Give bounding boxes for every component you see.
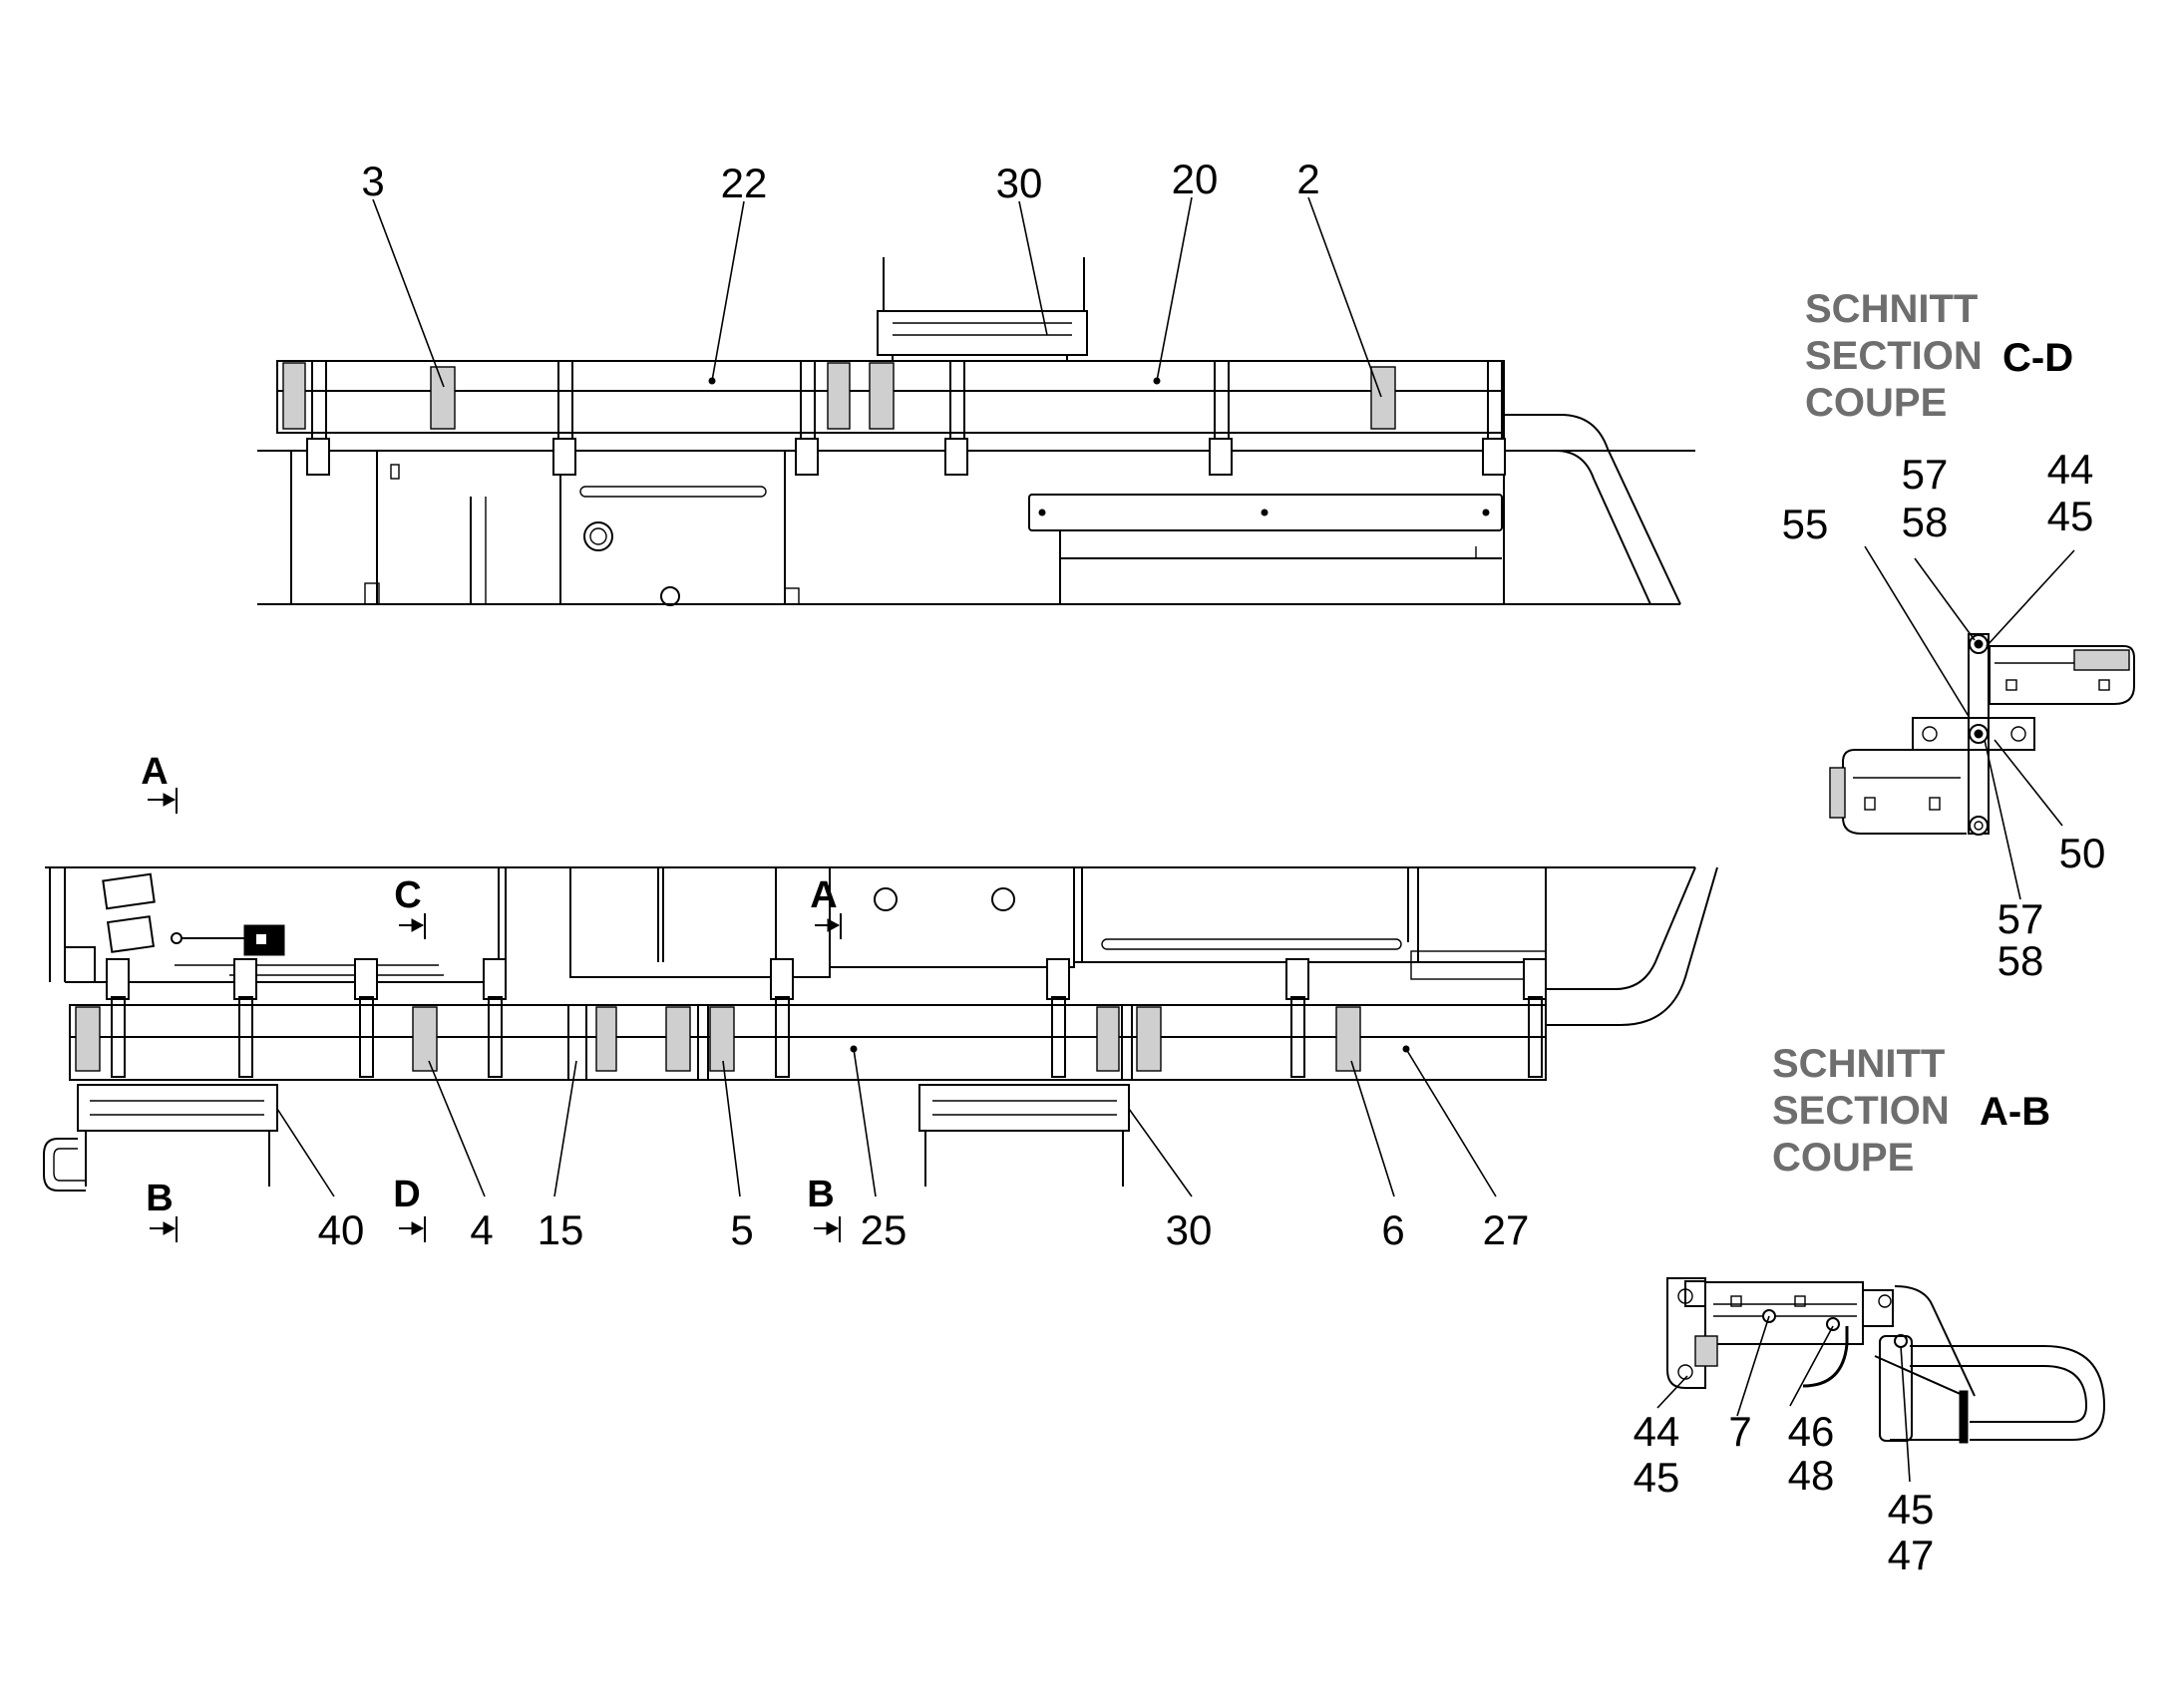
callout-30-bottom: 30 (1166, 1206, 1213, 1253)
section-ab-heading-3: COUPE (1772, 1136, 1914, 1180)
callout-22: 22 (721, 160, 768, 206)
section-cd-heading-1: SCHNITT (1805, 287, 1978, 331)
callout-3: 3 (361, 158, 384, 204)
callout-20: 20 (1172, 156, 1219, 202)
callout-48: 48 (1788, 1452, 1835, 1499)
callout-45-ab-right: 45 (1888, 1486, 1935, 1533)
cut-mark-c: C (394, 874, 421, 916)
section-ab-id: A-B (1980, 1090, 2050, 1134)
callout-2: 2 (1296, 156, 1319, 202)
callout-40: 40 (318, 1206, 365, 1253)
callout-30-top: 30 (996, 160, 1043, 206)
section-ab-heading-2: SECTION (1772, 1089, 1950, 1133)
bottom-rail-brackets (106, 958, 1547, 1081)
callout-58-upper: 58 (1902, 499, 1949, 545)
section-cd-heading-3: COUPE (1805, 381, 1947, 425)
callout-25: 25 (861, 1206, 908, 1253)
callout-7: 7 (1728, 1408, 1751, 1455)
bottom-bolt-clusters (75, 1006, 1361, 1072)
cut-mark-a-right: A (810, 874, 837, 916)
section-cd-id: C-D (2002, 336, 2073, 380)
cut-mark-a-left: A (141, 751, 168, 793)
bottom-step-left (43, 1084, 278, 1192)
cut-marks: A C A B D B (141, 751, 842, 1242)
callout-5: 5 (730, 1206, 753, 1253)
section-ab-drawing (1666, 1277, 2106, 1444)
top-view: 3 22 30 20 2 (257, 156, 1695, 606)
callout-44-cd: 44 (2047, 446, 2094, 493)
cut-mark-b-left: B (146, 1178, 173, 1219)
callout-6: 6 (1381, 1206, 1404, 1253)
top-rail-brackets (306, 360, 1506, 476)
callout-45-cd: 45 (2047, 493, 2094, 539)
section-ab: SCHNITT SECTION COUPE A-B (1634, 1042, 2106, 1578)
callout-15: 15 (538, 1206, 584, 1253)
top-bolt-clusters (282, 362, 1396, 430)
callout-55: 55 (1782, 501, 1829, 547)
callout-57-upper: 57 (1902, 451, 1949, 498)
callout-47: 47 (1888, 1532, 1935, 1578)
bottom-step-right (918, 1084, 1130, 1187)
cut-mark-d: D (393, 1174, 420, 1215)
callout-50: 50 (2059, 830, 2106, 876)
bottom-leaders (276, 1048, 1497, 1197)
section-cd-drawing (1829, 633, 2135, 836)
section-ab-heading-1: SCHNITT (1772, 1042, 1945, 1086)
section-cd: SCHNITT SECTION COUPE C-D (1782, 287, 2135, 984)
callout-46: 46 (1788, 1408, 1835, 1455)
callout-57-lower: 57 (1998, 895, 2044, 942)
top-step (877, 257, 1088, 361)
cut-mark-b-right: B (807, 1174, 834, 1215)
callout-45-ab-left: 45 (1634, 1454, 1680, 1501)
bottom-view: 40 4 15 5 25 30 6 27 A C A B D (43, 751, 1718, 1253)
top-leaders (372, 196, 1382, 398)
callout-27: 27 (1483, 1206, 1530, 1253)
section-cd-heading-2: SECTION (1805, 334, 1983, 378)
callout-4: 4 (470, 1206, 493, 1253)
callout-58-lower: 58 (1998, 937, 2044, 984)
callout-44-ab: 44 (1634, 1408, 1680, 1455)
